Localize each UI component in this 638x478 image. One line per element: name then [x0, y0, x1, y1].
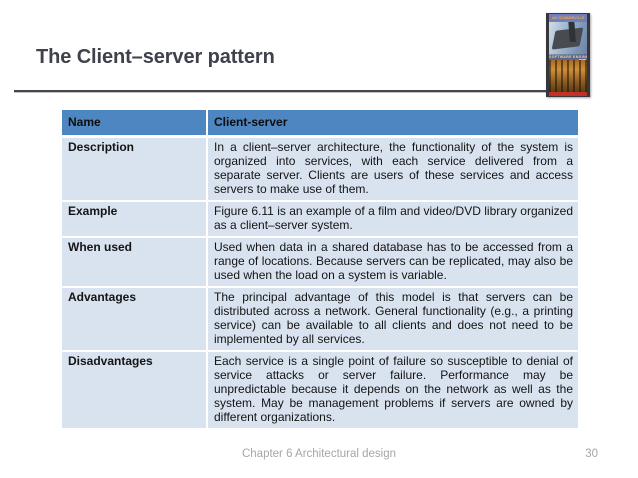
- row-content: Used when data in a shared database has …: [208, 238, 578, 288]
- page-number: 30: [585, 448, 598, 460]
- book-cover-art: IAN SOMMERVILLE SOFTWARE ENGINEERING 9: [549, 14, 587, 96]
- table-row-example: Example Figure 6.11 is an example of a f…: [62, 202, 578, 238]
- book-cover-author: IAN SOMMERVILLE: [551, 16, 585, 20]
- row-label: Advantages: [62, 288, 208, 352]
- book-cover-aircraft-photo: [549, 22, 587, 55]
- table-header-row: Name Client-server: [62, 110, 578, 138]
- row-label: Disadvantages: [62, 352, 208, 428]
- footer-chapter-label: Chapter 6 Architectural design: [241, 448, 397, 460]
- slide-title: The Client–server pattern: [36, 46, 275, 68]
- book-cover-red-strip: [549, 92, 587, 96]
- pattern-table: Name Client-server Description In a clie…: [62, 110, 578, 428]
- title-divider-line: [14, 90, 590, 92]
- table-row-disadvantages: Disadvantages Each service is a single p…: [62, 352, 578, 428]
- row-label: Description: [62, 138, 208, 202]
- row-content: Each service is a single point of failur…: [208, 352, 578, 428]
- book-cover-machinery-photo: [549, 60, 587, 92]
- row-content: Figure 6.11 is an example of a film and …: [208, 202, 578, 238]
- book-cover-title: SOFTWARE ENGINEERING: [549, 54, 587, 60]
- table-row-when-used: When used Used when data in a shared dat…: [62, 238, 578, 288]
- table-row-description: Description In a client–server architect…: [62, 138, 578, 202]
- row-label: When used: [62, 238, 208, 288]
- row-content: The principal advantage of this model is…: [208, 288, 578, 352]
- row-content: In a client–server architecture, the fun…: [208, 138, 578, 202]
- table-header-pattern: Client-server: [208, 110, 578, 138]
- book-cover-thumbnail: IAN SOMMERVILLE SOFTWARE ENGINEERING 9: [546, 13, 590, 97]
- table-header-name: Name: [62, 110, 208, 138]
- row-label: Example: [62, 202, 208, 238]
- table-row-advantages: Advantages The principal advantage of th…: [62, 288, 578, 352]
